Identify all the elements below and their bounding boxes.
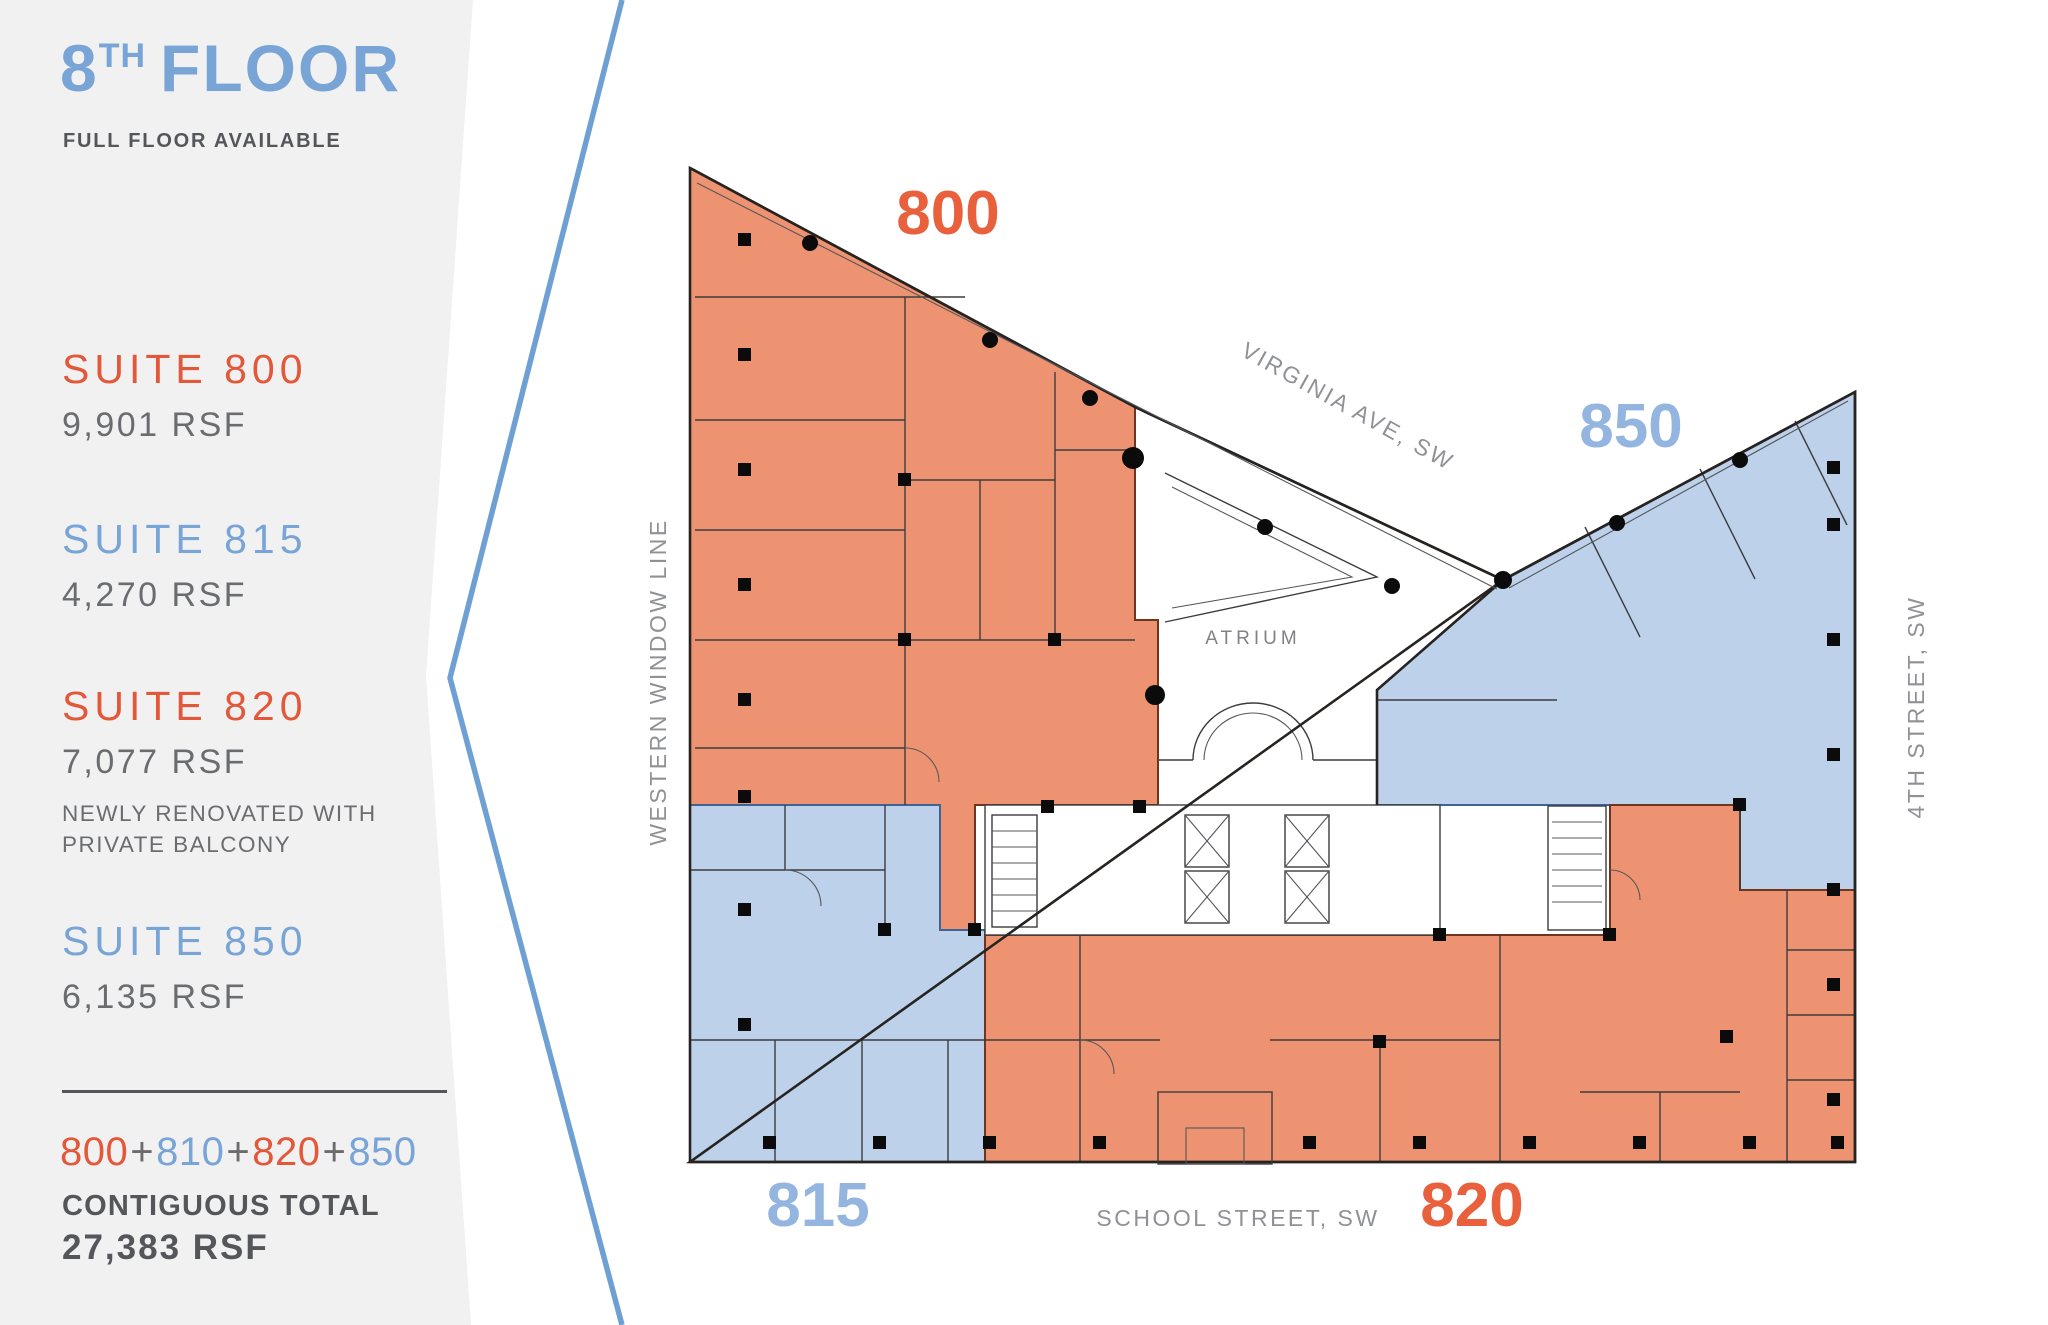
atrium-label: ATRIUM [1205,628,1300,649]
suite-800-rsf: 9,901 RSF [62,406,248,444]
suite-regions [689,166,1856,1163]
contiguous-total-label: CONTIGUOUS TOTAL [62,1190,380,1222]
column-markers [738,233,1844,1149]
suite-820-listing: SUITE 820 7,077 RSF NEWLY RENOVATED WITH… [62,683,382,860]
suite-815-rsf: 4,270 RSF [62,576,248,614]
street-label-4th-street: 4TH STREET, SW [1903,596,1929,819]
contig-800: 800 [60,1130,129,1174]
contig-810: 810 [156,1130,225,1174]
suite-815-listing: SUITE 815 4,270 RSF [62,516,308,615]
plan-label-suite-820: 820 [1420,1171,1523,1240]
plus-sign: + [130,1130,155,1174]
floor-number: 8 [60,31,99,105]
building-core [984,804,1607,936]
availability-subtitle: FULL FLOOR AVAILABLE [63,130,342,152]
plan-label-suite-800: 800 [896,179,999,248]
chevron-divider-line [447,0,625,1325]
plus-sign: + [226,1130,251,1174]
plan-label-suite-815: 815 [766,1171,869,1240]
core-block [984,804,1441,936]
contiguous-total-value: 27,383 RSF [62,1228,269,1267]
floor-ordinal: TH [98,37,147,75]
sidebar-background-shape [0,0,473,1325]
suite-850-rsf: 6,135 RSF [62,978,248,1016]
suite-820-name: SUITE 820 [62,683,308,729]
contig-850: 850 [348,1130,417,1174]
sidebar-divider [62,1090,447,1093]
page-title: 8TH FLOOR [60,30,401,106]
atrium-walls [1158,472,1380,761]
sidebar: 8TH FLOOR FULL FLOOR AVAILABLE SUITE 800 … [0,0,520,1325]
suite-815-name: SUITE 815 [62,516,308,562]
suite-800-name: SUITE 800 [62,346,308,392]
suite-850-listing: SUITE 850 6,135 RSF [62,918,308,1017]
suite-850-name: SUITE 850 [62,918,308,964]
plan-label-suite-850: 850 [1579,392,1682,461]
street-label-school-street: SCHOOL STREET, SW [1096,1205,1379,1231]
suite-820-rsf: 7,077 RSF [62,743,248,781]
floor-word: FLOOR [160,31,402,105]
suite-820-note: NEWLY RENOVATED WITH PRIVATE BALCONY [62,801,377,858]
contiguous-suite-list: 800+810+820+850 [60,1130,417,1175]
street-label-western-window-line: WESTERN WINDOW LINE [645,518,671,845]
suite-800-listing: SUITE 800 9,901 RSF [62,346,308,445]
plus-sign: + [322,1130,347,1174]
street-label-virginia-ave: VIRGINIA AVE, SW [1237,337,1459,476]
contig-820: 820 [252,1130,321,1174]
